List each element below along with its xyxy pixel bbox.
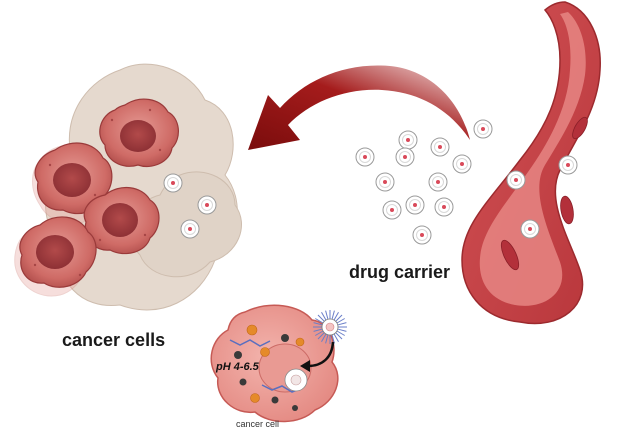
cancer-cell-inset: [210, 304, 339, 423]
nanoparticle-icon: [452, 154, 472, 174]
red-blood-cells: [500, 116, 588, 271]
nanoparticle-icon: [180, 219, 200, 239]
cancer-cell-3: [83, 187, 160, 255]
nanoparticle-icon: [473, 119, 493, 139]
nanoparticle-icon: [355, 147, 375, 167]
cancer-cell-cluster: [19, 98, 179, 288]
nanoparticle-icon: [520, 219, 540, 239]
label-cancer-cell: cancer cell: [236, 419, 280, 429]
cancer-cell-1: [99, 98, 179, 168]
curved-arrow-icon: [248, 65, 470, 150]
nanoparticle-icon: [398, 130, 418, 150]
uptake-arrow-icon: [307, 341, 335, 368]
drug-carriers: [163, 119, 578, 245]
nanoparticle-icon: [506, 170, 526, 190]
blood-vessel: [461, 1, 601, 325]
nanoparticle-icon: [197, 195, 217, 215]
nanoparticle-icon: [395, 147, 415, 167]
label-drug-carrier: drug carrier: [349, 262, 451, 282]
label-ph: pH 4-6.5: [216, 361, 259, 373]
nanoparticle-icon: [430, 137, 450, 157]
nanoparticle-icon: [163, 173, 183, 193]
uptake-arrowhead-icon: [300, 360, 310, 372]
cancer-cell-2: [34, 142, 113, 215]
nanoparticle-icon: [412, 225, 432, 245]
nanoparticle-icon: [382, 200, 402, 220]
micelle-icon: [284, 368, 308, 392]
nanoparticle-icon: [375, 172, 395, 192]
cancer-cell-4: [19, 216, 97, 288]
nanoparticle-icon: [558, 155, 578, 175]
nanoparticle-icon: [405, 195, 425, 215]
micelle-icon: [313, 310, 347, 344]
nanoparticle-icon: [428, 172, 448, 192]
nanoparticle-icon: [434, 197, 454, 217]
label-cancer-cells: cancer cells: [62, 330, 166, 350]
